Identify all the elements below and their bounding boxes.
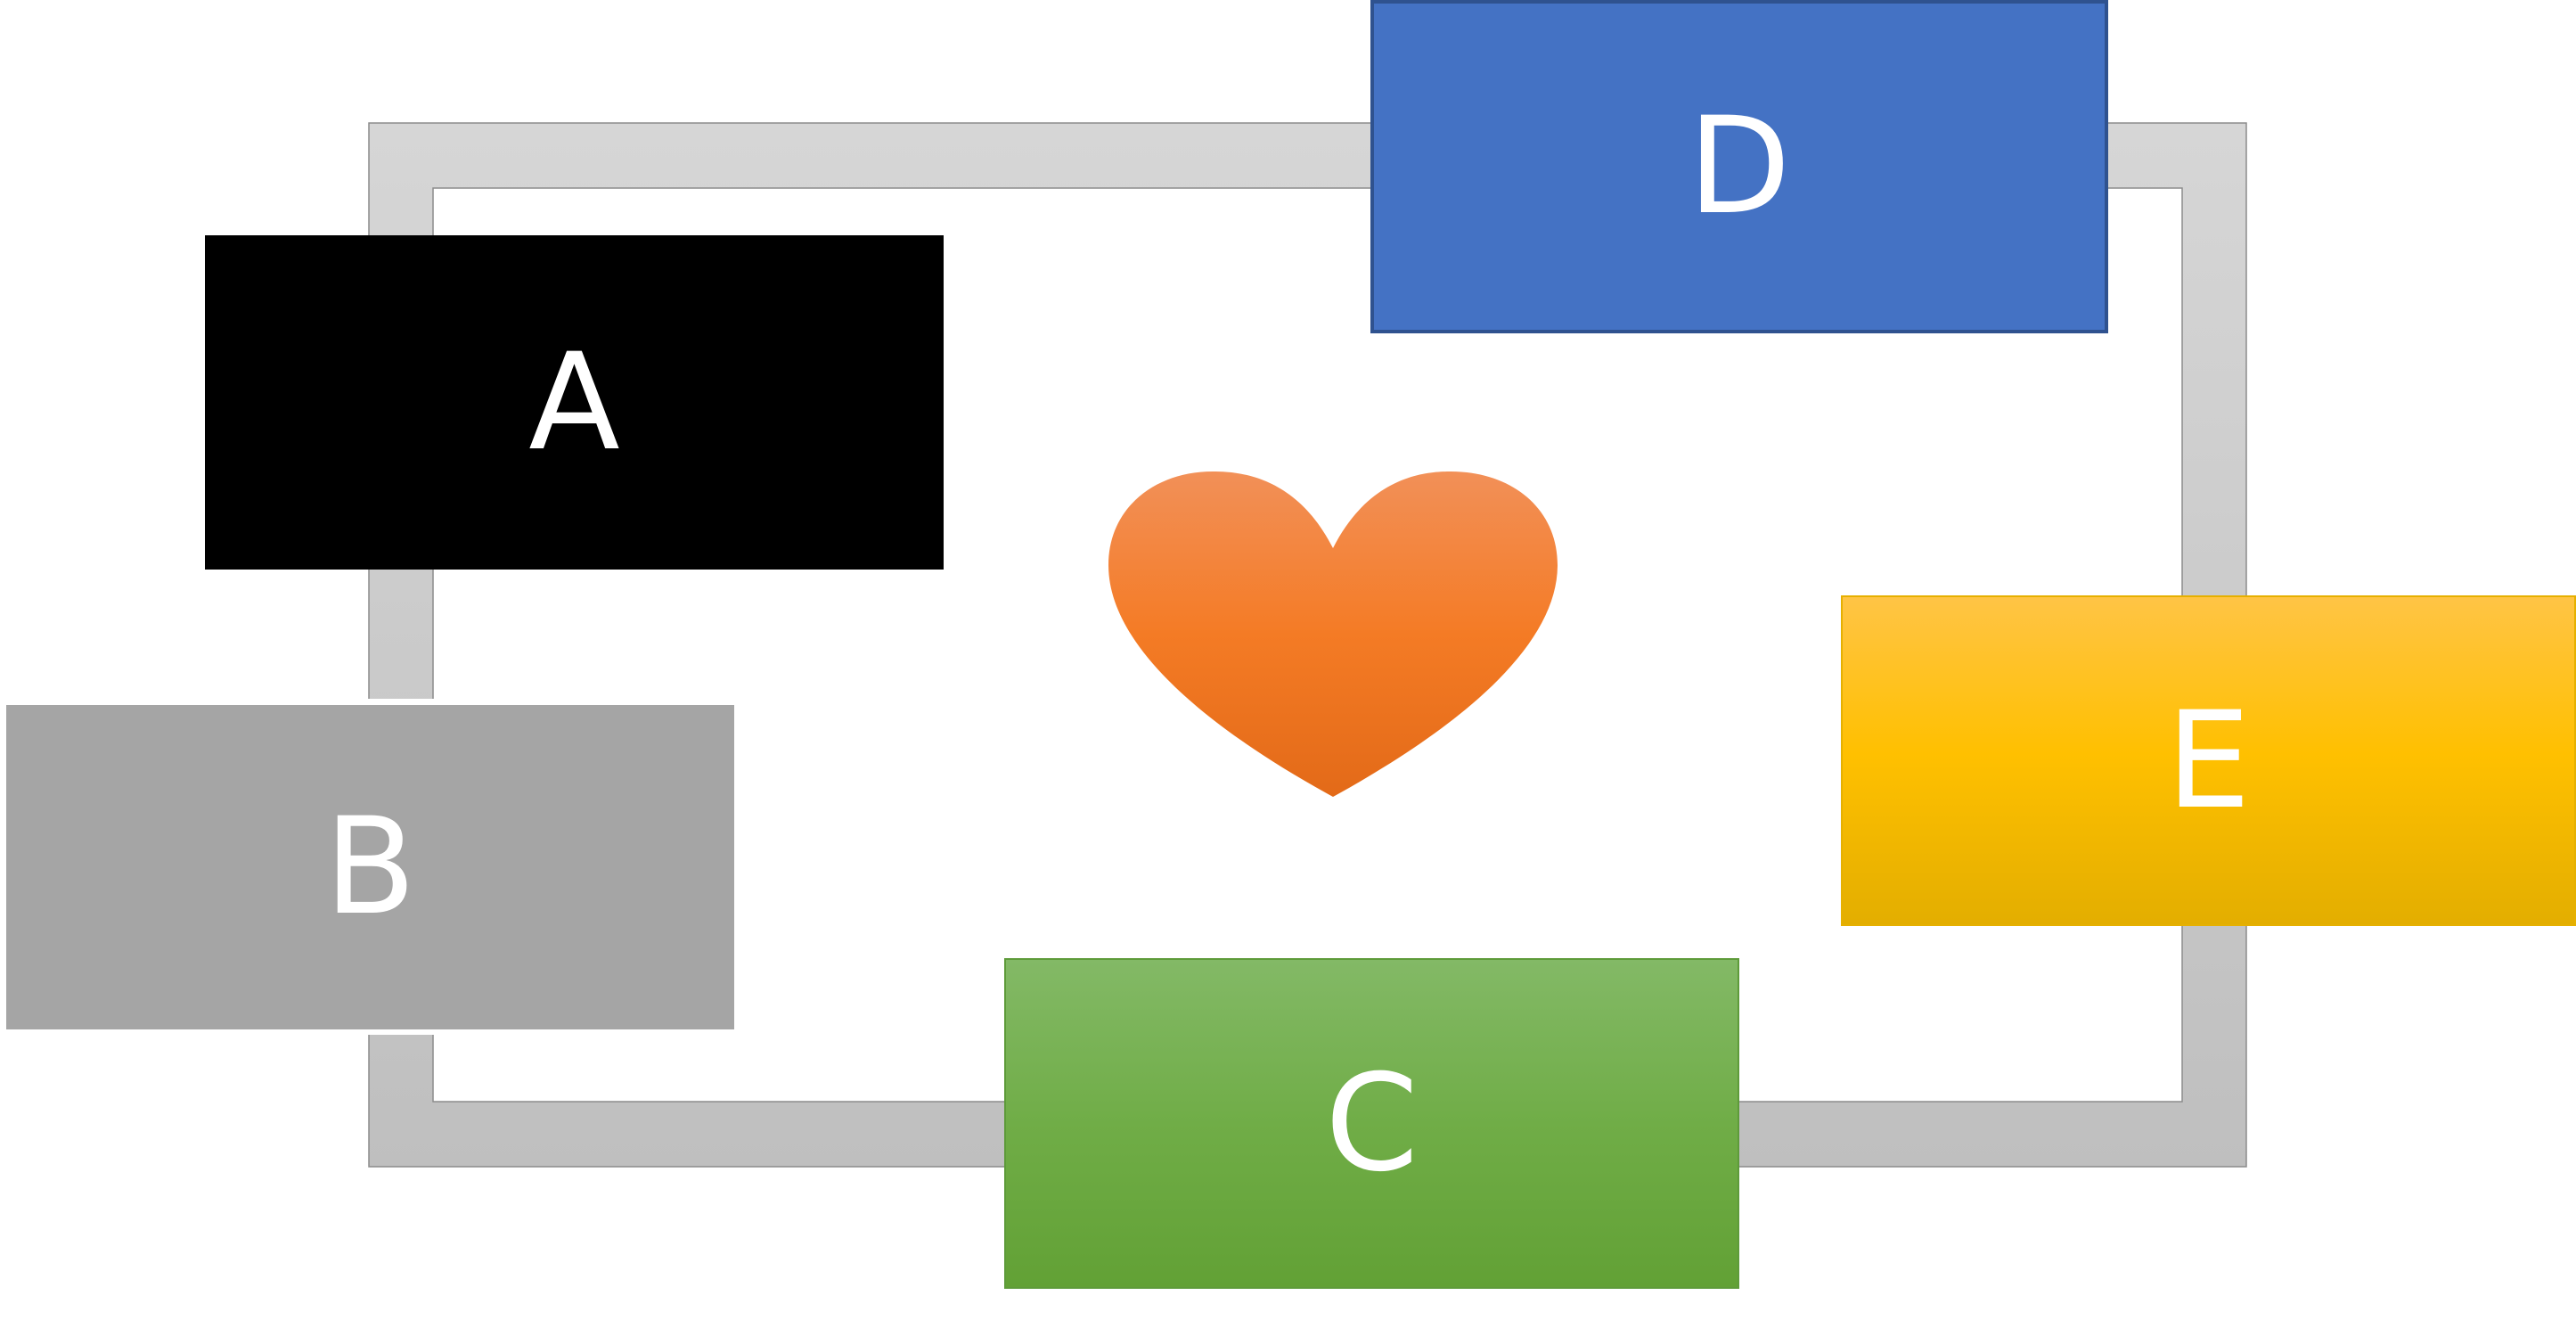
node-c: C: [1004, 958, 1739, 1289]
node-a: A: [205, 235, 944, 570]
frame-gap-top: [367, 699, 437, 705]
frame-gap-bottom: [367, 1029, 437, 1035]
node-b-label: B: [324, 790, 416, 945]
heart-icon: [1108, 471, 1558, 797]
node-e-label: E: [2166, 683, 2251, 839]
node-a-label: A: [528, 324, 620, 480]
node-b: B: [6, 705, 734, 1029]
node-d-label: D: [1688, 89, 1791, 244]
node-c-label: C: [1325, 1045, 1419, 1201]
node-d: D: [1370, 0, 2108, 333]
node-e: E: [1841, 595, 2576, 926]
